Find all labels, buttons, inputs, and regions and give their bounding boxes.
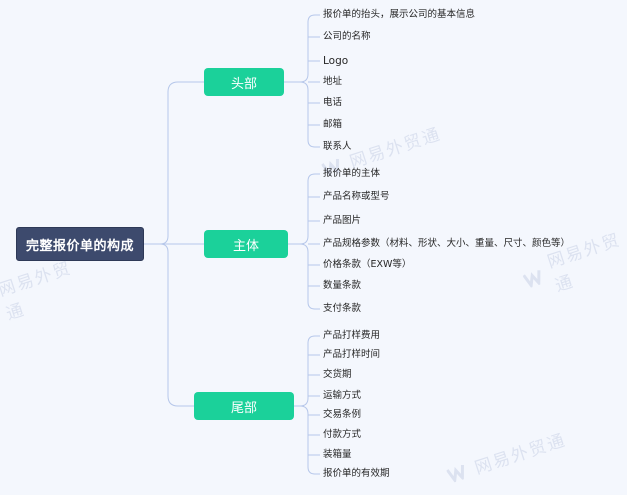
leaf-node[interactable]: 产品打样费用	[323, 330, 381, 341]
leaf-node[interactable]: 报价单的有效期	[323, 468, 390, 479]
watermark: 网易外贸通	[319, 120, 444, 182]
leaf-node[interactable]: 数量条款	[323, 280, 362, 291]
branch-node-head[interactable]: 头部	[204, 68, 284, 96]
leaf-node[interactable]: 装箱量	[323, 449, 352, 460]
branch-node-body[interactable]: 主体	[204, 230, 288, 258]
leaf-node[interactable]: 支付条款	[323, 303, 362, 314]
leaf-node[interactable]: 产品打样时间	[323, 349, 381, 360]
leaf-node[interactable]: 联系人	[323, 141, 352, 152]
leaf-node[interactable]: 报价单的主体	[323, 168, 381, 179]
leaf-node[interactable]: Logo	[323, 55, 349, 67]
leaf-node[interactable]: 价格条款（EXW等）	[323, 259, 412, 270]
leaf-node[interactable]: 付款方式	[323, 429, 362, 440]
leaf-node[interactable]: 公司的名称	[323, 31, 371, 42]
leaf-node[interactable]: 交易条例	[323, 409, 362, 420]
branch-node-tail[interactable]: 尾部	[194, 392, 294, 420]
watermark: 网易外贸通	[517, 225, 627, 305]
leaf-node[interactable]: 地址	[323, 76, 343, 87]
leaf-node[interactable]: 产品规格参数（材料、形状、大小、重量、尺寸、颜色等）	[323, 238, 571, 249]
watermark-logo-icon	[522, 267, 548, 290]
leaf-node[interactable]: 交货期	[323, 369, 352, 380]
leaf-node[interactable]: 产品名称或型号	[323, 191, 390, 202]
watermark-logo-icon	[320, 155, 347, 178]
leaf-node[interactable]: 报价单的抬头，展示公司的基本信息	[323, 9, 476, 20]
leaf-node[interactable]: 运输方式	[323, 390, 362, 401]
watermark: 网易外贸通	[444, 426, 569, 488]
watermark-logo-icon	[445, 461, 472, 484]
leaf-node[interactable]: 邮箱	[323, 119, 343, 130]
leaf-node[interactable]: 产品图片	[323, 215, 362, 226]
root-node[interactable]: 完整报价单的构成	[16, 227, 144, 261]
leaf-node[interactable]: 电话	[323, 97, 343, 108]
